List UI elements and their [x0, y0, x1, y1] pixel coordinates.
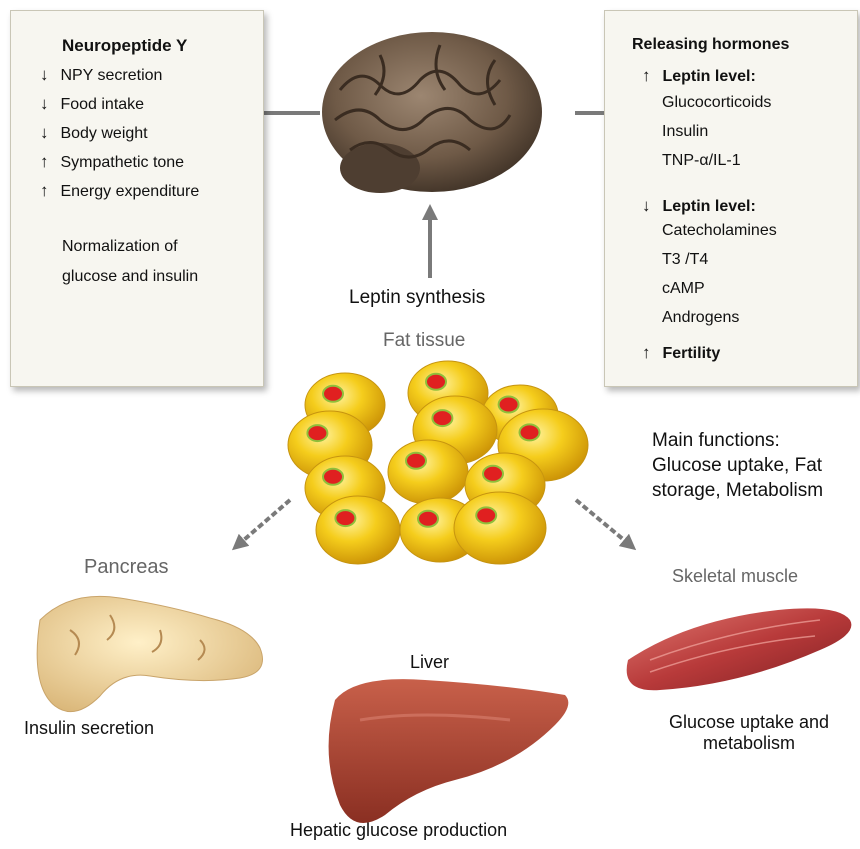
fat-cell [454, 492, 546, 564]
fat-tissue-illustration [288, 361, 588, 564]
main-functions-line3: storage, Metabolism [652, 478, 823, 503]
skeletal-muscle-illustration [627, 608, 852, 690]
main-functions-text: Main functions: Glucose uptake, Fat stor… [652, 428, 823, 503]
fat-cell [388, 440, 468, 504]
npy-item-2: ↓ Food intake [40, 89, 144, 119]
decrease-heading: ↓ Leptin level: [642, 196, 756, 216]
npy-item-text: Body weight [60, 125, 147, 142]
up-arrow-icon: ↑ [40, 147, 56, 176]
decrease-heading-text: Leptin level: [662, 198, 755, 215]
fat-cell-nucleus [476, 507, 496, 523]
decrease-item: Catecholamines [662, 216, 777, 245]
fat-cell-nucleus [335, 510, 355, 526]
increase-heading: ↑ Leptin level: [642, 66, 756, 86]
npy-note-line1: Normalization of [62, 232, 178, 261]
fat-cell-nucleus [323, 386, 343, 402]
fertility-row: ↑ Fertility [642, 343, 720, 363]
npy-item-text: NPY secretion [60, 67, 162, 84]
fat-cell-nucleus [483, 466, 503, 482]
up-arrow-icon: ↑ [642, 343, 658, 363]
fat-cell-nucleus [499, 397, 519, 413]
arrow-to-pancreas [238, 500, 290, 545]
decrease-item: T3 /T4 [662, 245, 708, 274]
npy-note-line2: glucose and insulin [62, 262, 198, 291]
down-arrow-icon: ↓ [40, 89, 56, 118]
fat-cell-nucleus [307, 425, 327, 441]
liver-caption: Hepatic glucose production [290, 820, 507, 841]
npy-item-text: Sympathetic tone [60, 154, 184, 171]
increase-heading-text: Leptin level: [662, 68, 755, 85]
fat-cell-nucleus [406, 453, 426, 469]
npy-title: Neuropeptide Y [62, 36, 187, 56]
decrease-item: cAMP [662, 274, 705, 303]
fat-cell-nucleus [418, 511, 438, 527]
liver-label: Liver [410, 652, 449, 673]
fat-cell-nucleus [432, 410, 452, 426]
fat-tissue-label: Fat tissue [383, 330, 465, 352]
muscle-caption: Glucose uptake and metabolism [644, 712, 854, 754]
leptin-synthesis-label: Leptin synthesis [349, 287, 485, 309]
arrow-to-muscle [576, 500, 630, 545]
main-functions-line1: Main functions: [652, 428, 823, 453]
brain-illustration [322, 32, 542, 193]
npy-item-5: ↑ Energy expenditure [40, 176, 199, 206]
down-arrow-icon: ↓ [642, 196, 658, 216]
increase-item: TNP-α/IL-1 [662, 146, 741, 175]
fat-cell-nucleus [426, 374, 446, 390]
pancreas-caption: Insulin secretion [24, 718, 154, 739]
down-arrow-icon: ↓ [40, 118, 56, 147]
npy-item-3: ↓ Body weight [40, 118, 148, 148]
npy-item-1: ↓ NPY secretion [40, 60, 162, 90]
npy-item-text: Food intake [60, 96, 144, 113]
up-arrow-icon: ↑ [40, 176, 56, 205]
muscle-label: Skeletal muscle [672, 566, 798, 587]
fat-cell-nucleus [323, 469, 343, 485]
liver-illustration [329, 679, 569, 823]
decrease-item: Androgens [662, 303, 739, 332]
pancreas-label: Pancreas [84, 556, 169, 579]
fat-cell-nucleus [520, 424, 540, 440]
increase-item: Insulin [662, 117, 708, 146]
main-functions-line2: Glucose uptake, Fat [652, 453, 823, 478]
muscle-caption-line1: Glucose uptake and [644, 712, 854, 733]
hormones-title: Releasing hormones [632, 36, 789, 54]
fertility-label: Fertility [662, 345, 720, 362]
increase-item: Glucocorticoids [662, 88, 771, 117]
fat-cell [316, 496, 400, 564]
muscle-caption-line2: metabolism [644, 733, 854, 754]
npy-item-text: Energy expenditure [60, 183, 199, 200]
npy-item-4: ↑ Sympathetic tone [40, 147, 184, 177]
down-arrow-icon: ↓ [40, 60, 56, 89]
pancreas-illustration [37, 596, 262, 711]
up-arrow-icon: ↑ [642, 66, 658, 86]
